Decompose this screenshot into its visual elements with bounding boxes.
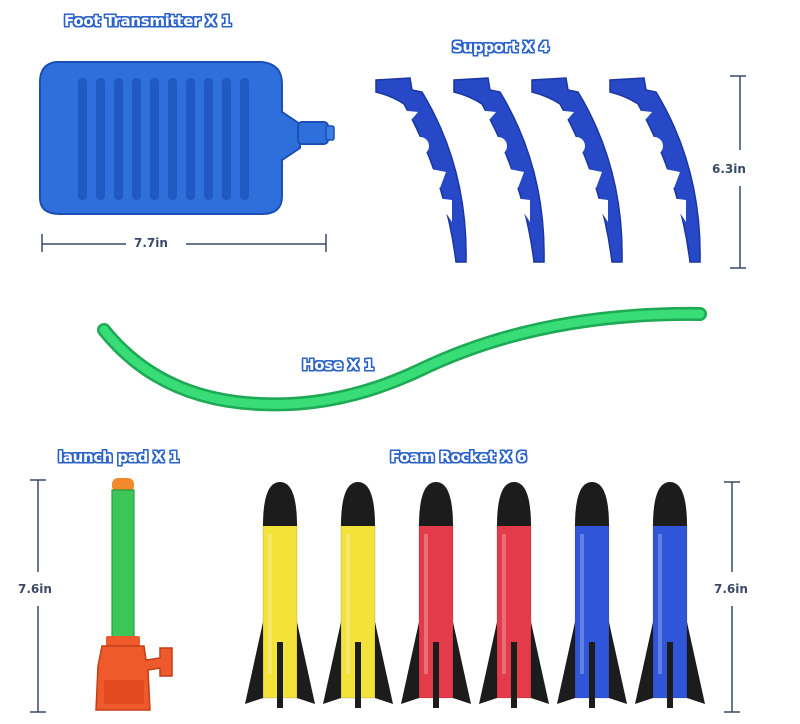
foam-rocket-red xyxy=(479,482,549,708)
support-height-text: 6.3in xyxy=(712,162,746,176)
foam-rockets xyxy=(245,482,705,708)
hose-label: Hose X 1 xyxy=(302,356,375,374)
support-height-dimension xyxy=(730,75,746,269)
foam-rocket-blue xyxy=(635,482,705,708)
foot-transmitter xyxy=(39,61,335,215)
foam-rocket-blue xyxy=(557,482,627,708)
support-label: Support X 4 xyxy=(452,38,549,56)
supports xyxy=(375,77,701,263)
launch-pad-height-text: 7.6in xyxy=(18,582,52,596)
launch-pad-label: launch pad X 1 xyxy=(58,448,180,466)
foam-rocket-red xyxy=(401,482,471,708)
rocket-height-text: 7.6in xyxy=(714,582,748,596)
foot-transmitter-label: Foot Transmitter X 1 xyxy=(64,12,232,30)
launch-pad-height-dimension xyxy=(30,479,46,713)
foam-rocket-yellow xyxy=(245,482,315,708)
foam-rocket-yellow xyxy=(323,482,393,708)
hose xyxy=(97,306,707,412)
transmitter-width-text: 7.7in xyxy=(134,236,168,250)
launch-pad xyxy=(95,478,173,711)
foam-rocket-label: Foam Rocket X 6 xyxy=(390,448,527,466)
rocket-height-dimension xyxy=(724,481,740,713)
transmitter-width-dimension xyxy=(41,234,327,252)
